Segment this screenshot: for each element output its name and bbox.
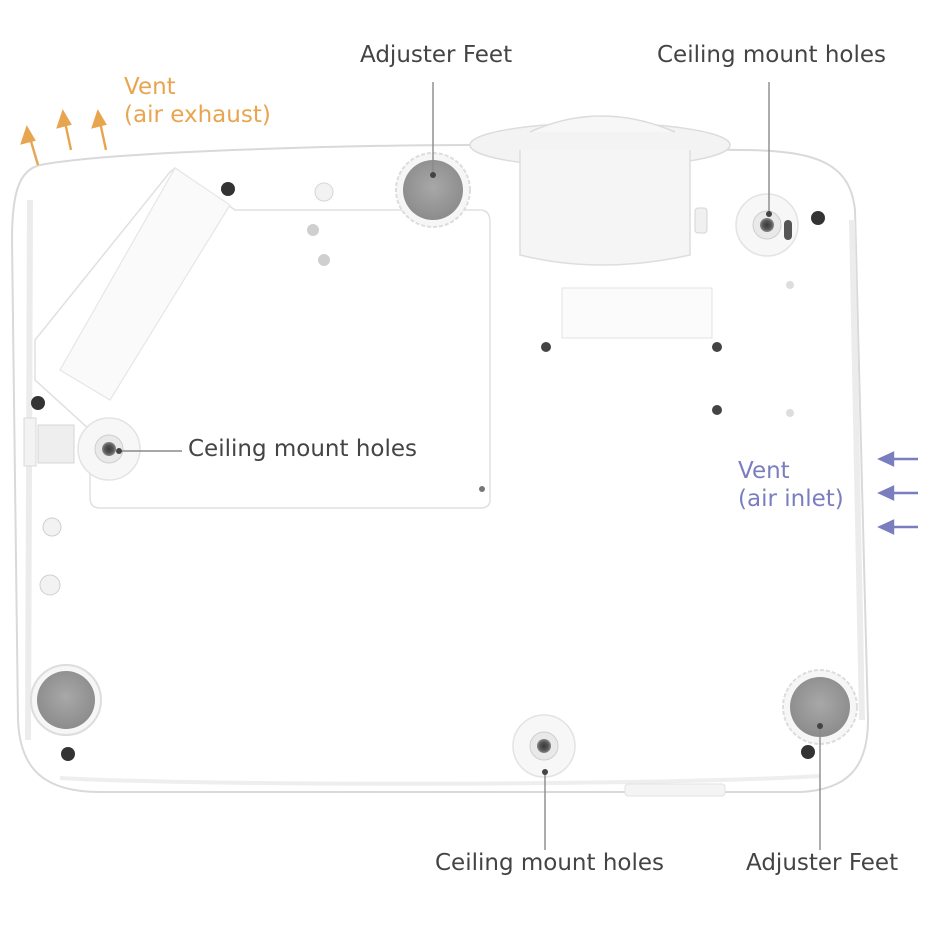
inlet-arrow-icon	[877, 485, 918, 501]
leader-dots	[116, 172, 823, 775]
ceiling-mount-hole-bottom	[512, 714, 576, 778]
ceiling-mount-hole-left	[77, 417, 141, 481]
lamp-cover-panel	[34, 167, 491, 509]
label-adjuster-feet-top: Adjuster Feet	[360, 42, 513, 68]
inlet-arrow-icon	[877, 451, 918, 467]
inlet-arrows	[877, 451, 918, 535]
label-ceiling-mount-top-right: Ceiling mount holes	[657, 42, 887, 68]
vent-exhaust-title: Vent	[124, 74, 176, 100]
label-vent-exhaust: Vent (air exhaust)	[124, 74, 271, 129]
label-ceiling-mount-bottom: Ceiling mount holes	[435, 850, 665, 876]
adjuster-foot-top	[395, 152, 471, 228]
ceiling-mount-hole-top-right	[735, 193, 799, 257]
adjuster-foot-bottom-right	[782, 669, 858, 745]
label-adjuster-feet-bottom: Adjuster Feet	[746, 850, 899, 876]
exhaust-arrow-icon	[56, 109, 73, 151]
vent-inlet-desc: (air inlet)	[738, 485, 844, 512]
exhaust-arrow-icon	[91, 109, 108, 151]
lens-housing	[469, 115, 731, 266]
vent-exhaust-desc: (air exhaust)	[124, 101, 271, 128]
label-plate	[561, 287, 713, 339]
inlet-arrow-icon	[877, 519, 918, 535]
adjuster-foot-bottom-left	[30, 664, 102, 736]
exhaust-arrows	[20, 109, 108, 166]
label-vent-inlet: Vent (air inlet)	[738, 458, 844, 513]
vent-inlet-title: Vent	[738, 458, 790, 484]
label-ceiling-mount-left: Ceiling mount holes	[188, 436, 418, 462]
exhaust-arrow-icon	[20, 125, 40, 166]
screw-holes	[23, 182, 825, 761]
leader-lines	[119, 82, 821, 850]
